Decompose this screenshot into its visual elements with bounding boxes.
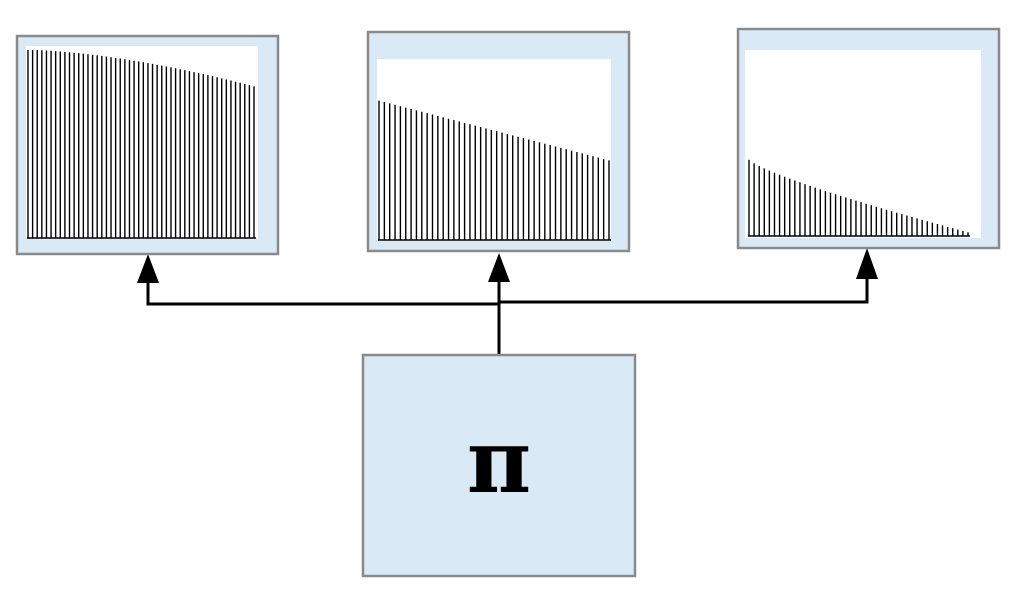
plot-area-3 [745,50,981,238]
distribution-panel-3 [736,27,1001,250]
distribution-panel-1 [15,34,280,256]
source-box [361,353,637,578]
distribution-panel-2 [366,30,631,253]
right-arrowhead [856,248,878,279]
left-arrowhead [137,254,159,283]
bar-chart-2 [378,100,611,241]
right-branch-line [499,277,869,304]
connectors [137,248,878,355]
plot-area-2 [377,59,611,241]
left-branch-line [146,280,499,306]
source-label: π [467,409,531,513]
source-node: π [361,353,637,578]
bar-chart-3 [748,159,970,237]
middle-arrowhead [488,253,510,282]
bar-chart-1 [27,49,256,239]
